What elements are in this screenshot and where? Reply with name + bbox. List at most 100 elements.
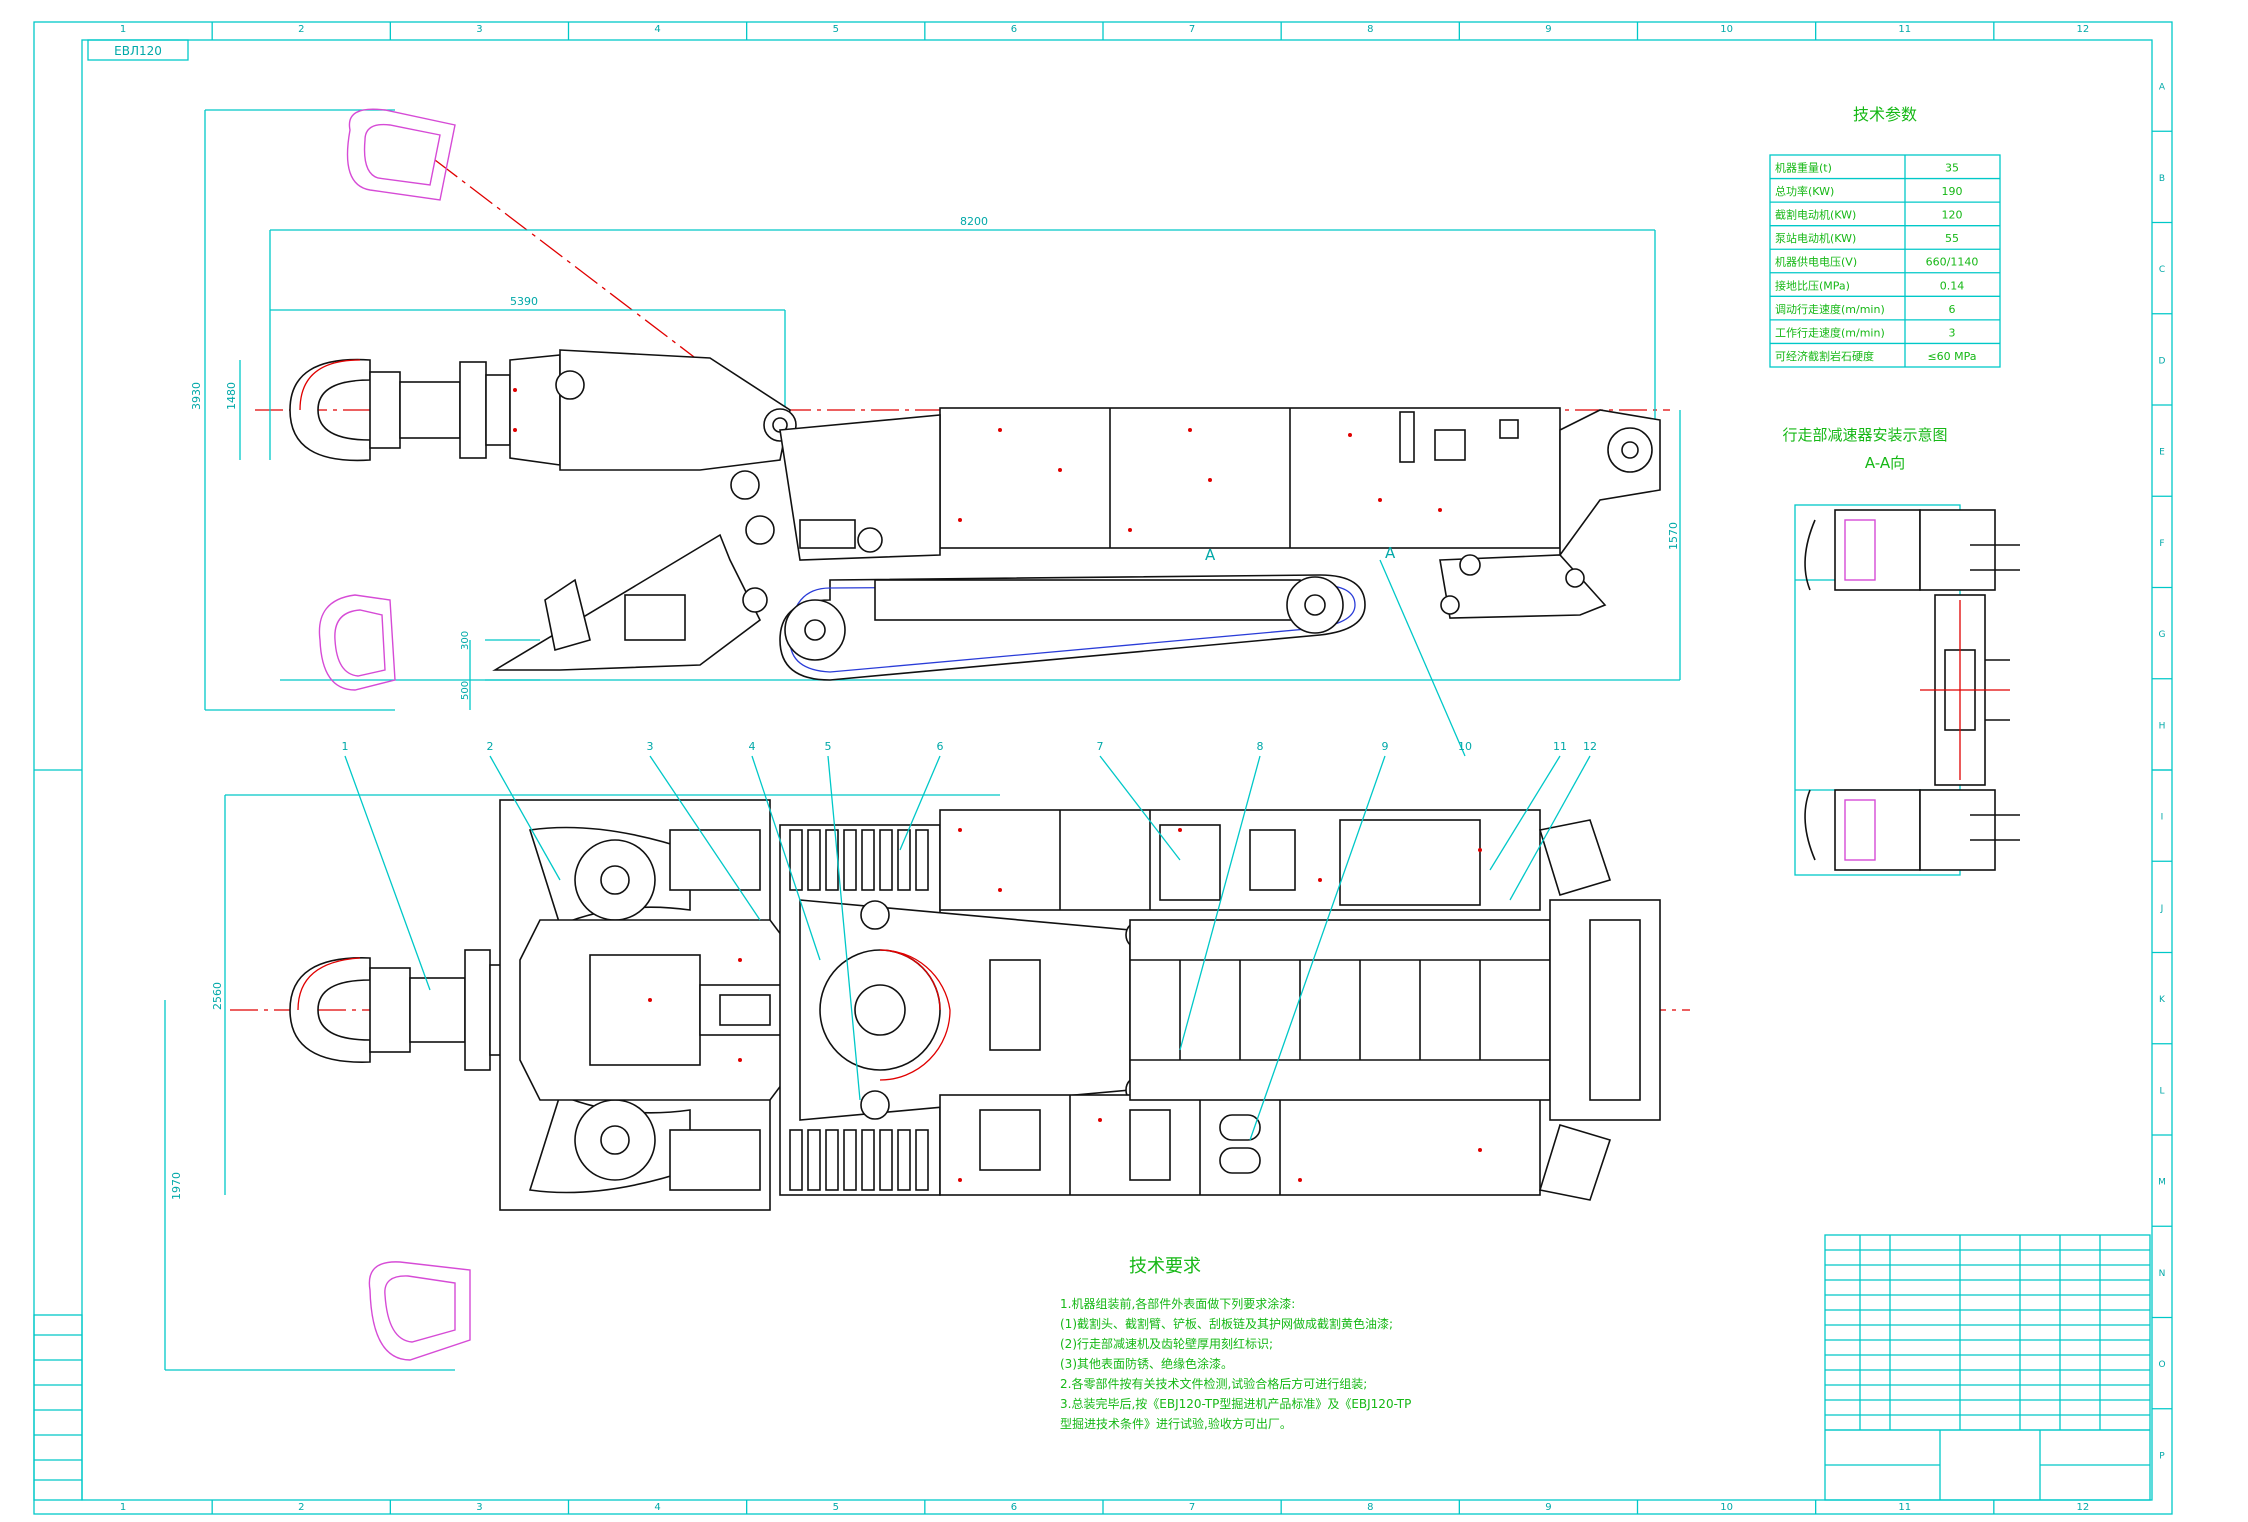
plan-view-bolts [648, 828, 1482, 1182]
param-value: 120 [1942, 209, 1963, 222]
param-label: 机器重量(t) [1775, 160, 1832, 174]
section-mark-a-left: A [1205, 546, 1216, 564]
cutter-swing-top [346, 108, 456, 201]
cutter-head-side [289, 358, 371, 462]
column-marker-11-top: 11 [1898, 24, 1911, 35]
cutter-swing-bottom [368, 1261, 471, 1361]
dim-ground-300: 300 [460, 631, 471, 650]
param-label: 截割电动机(KW) [1775, 208, 1856, 222]
section-subtitle: A-A向 [1865, 454, 1905, 472]
callout-8: 8 [1257, 740, 1264, 753]
param-value: 35 [1945, 161, 1959, 174]
column-marker-6-top: 6 [1011, 24, 1017, 35]
column-marker-5-top: 5 [833, 24, 839, 35]
cutter-swing-mid [318, 594, 396, 691]
row-marker-L: L [2159, 1086, 2164, 1096]
column-marker-6-bottom: 6 [1011, 1502, 1017, 1513]
star-wheel-left [574, 839, 656, 921]
param-value: 660/1140 [1926, 256, 1979, 269]
column-marker-2-bottom: 2 [298, 1502, 304, 1513]
column-marker-12-top: 12 [2077, 24, 2090, 35]
callout-leader-6 [899, 755, 941, 851]
row-marker-G: G [2159, 630, 2166, 640]
tech-req-line: 2.各零部件按有关技术文件检测,试验合格后方可进行组装; [1060, 1376, 1367, 1391]
title-block [1824, 1234, 2151, 1501]
callout-leader-4 [751, 755, 821, 961]
tech-req-line: (2)行走部减速机及齿轮壁厚用刻红标识; [1060, 1336, 1273, 1351]
column-marker-1-top: 1 [120, 24, 126, 35]
dim-boom-length: 5390 [510, 295, 538, 308]
column-marker-11-bottom: 11 [1898, 1502, 1911, 1513]
column-marker-1-bottom: 1 [120, 1502, 126, 1513]
param-value: 3 [1949, 326, 1956, 339]
callout-leader-10 [1379, 559, 1466, 757]
dim-width: 2560 [211, 982, 224, 1010]
callout-7: 7 [1097, 740, 1104, 753]
tech-req-line: 型掘进技术条件》进行试验,验收方可出厂。 [1060, 1416, 1292, 1431]
callout-6: 6 [937, 740, 944, 753]
row-marker-B: B [2159, 174, 2165, 184]
callout-1: 1 [342, 740, 349, 753]
boom-arm-side [559, 349, 791, 471]
row-marker-H: H [2159, 721, 2166, 731]
dim-height: 3930 [190, 382, 203, 410]
tech-req-line: (1)截割头、截割臂、铲板、刮板链及其护网做成截割黄色油漆; [1060, 1316, 1393, 1331]
param-value: 6 [1949, 303, 1956, 316]
param-label: 泵站电动机(KW) [1775, 231, 1856, 245]
callout-4: 4 [749, 740, 756, 753]
rear-conveyor-slats [1179, 960, 1481, 1060]
row-marker-J: J [2160, 904, 2164, 914]
row-marker-D: D [2159, 356, 2166, 366]
row-marker-C: C [2159, 265, 2165, 275]
column-marker-10-bottom: 10 [1720, 1502, 1733, 1513]
param-value: 0.14 [1940, 279, 1965, 292]
callout-leader-2 [489, 755, 561, 881]
rear-conveyor-side [1559, 409, 1661, 558]
dim-head-dia: 1480 [225, 382, 238, 410]
param-label: 接地比压(MPa) [1775, 279, 1850, 292]
param-label: 调动行走速度(m/min) [1775, 302, 1885, 316]
callout-11: 11 [1553, 740, 1567, 753]
callout-leader-9 [1249, 755, 1386, 1141]
param-value: 190 [1942, 185, 1963, 198]
column-marker-4-top: 4 [654, 24, 660, 35]
cutter-head-plan [289, 957, 371, 1063]
column-marker-8-top: 8 [1367, 24, 1373, 35]
column-marker-10-top: 10 [1720, 24, 1733, 35]
column-marker-9-top: 9 [1545, 24, 1551, 35]
dim-overall-length: 8200 [960, 215, 988, 228]
dim-swing-width: 1970 [170, 1172, 183, 1200]
row-marker-I: I [2161, 813, 2164, 823]
callout-3: 3 [647, 740, 654, 753]
column-marker-8-bottom: 8 [1367, 1502, 1373, 1513]
column-marker-7-top: 7 [1189, 24, 1195, 35]
column-marker-3-top: 3 [476, 24, 482, 35]
tech-params-title: 技术参数 [1853, 105, 1917, 124]
callout-leader-11 [1489, 755, 1561, 871]
side-view-bolts [513, 388, 1442, 532]
column-marker-5-bottom: 5 [833, 1502, 839, 1513]
tech-params-table: 技术参数 机器重量(t) 35 总功率(KW) 190 截割电动机(KW) 120 泵站电动… [1769, 105, 2001, 368]
column-marker-4-bottom: 4 [654, 1502, 660, 1513]
dim-body-height: 1570 [1667, 522, 1680, 550]
callout-2: 2 [487, 740, 494, 753]
revision-strip [33, 1314, 83, 1501]
param-label: 总功率(KW) [1775, 184, 1834, 198]
conveyor-slats [789, 829, 929, 1191]
param-label: 工作行走速度(m/min) [1775, 325, 1885, 339]
callout-10: 10 [1458, 740, 1472, 753]
column-marker-3-bottom: 3 [476, 1502, 482, 1513]
tech-req-line: 1.机器组装前,各部件外表面做下列要求涂漆: [1060, 1296, 1295, 1311]
column-marker-2-top: 2 [298, 24, 304, 35]
column-marker-12-bottom: 12 [2077, 1502, 2090, 1513]
star-wheel-right [574, 1099, 656, 1181]
callout-leader-8 [1179, 755, 1261, 1051]
callout-leader-7 [1099, 755, 1181, 861]
drawing-stamp: ЕВЛ120 [114, 44, 162, 58]
row-marker-M: M [2158, 1178, 2166, 1188]
row-marker-F: F [2159, 539, 2164, 549]
row-marker-P: P [2159, 1451, 2165, 1461]
